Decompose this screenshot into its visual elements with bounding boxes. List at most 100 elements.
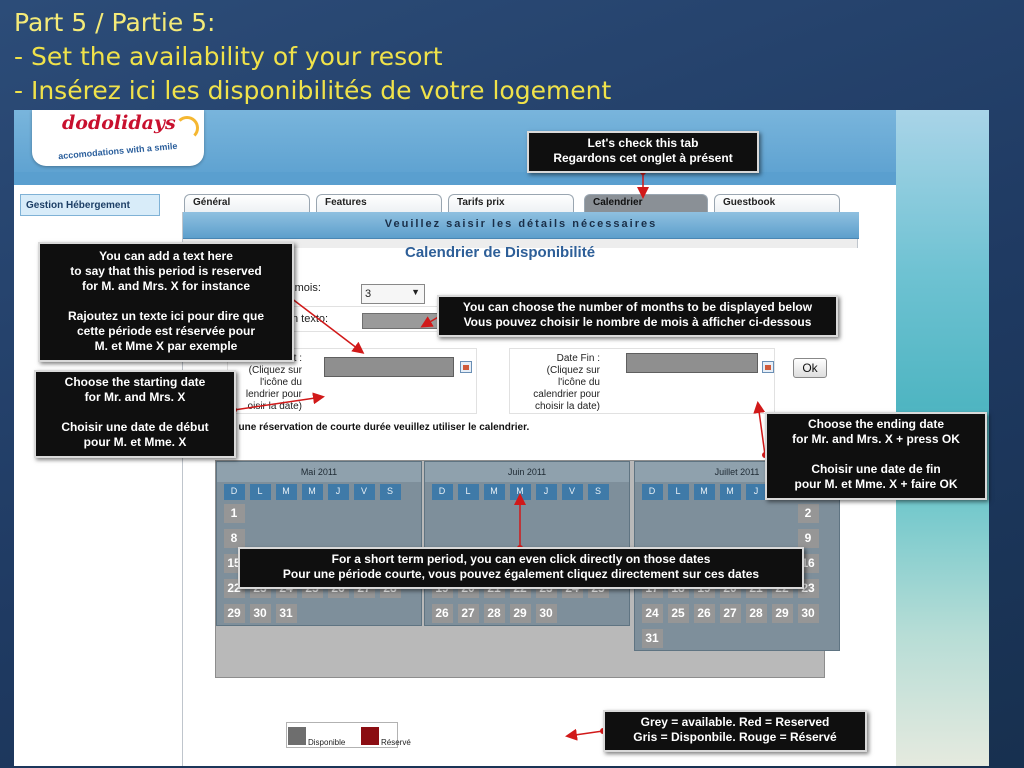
calendar-day-empty	[380, 504, 401, 523]
legend-reserved-swatch	[361, 727, 379, 745]
month-calendar-june: Juin 2011DLMMJVS121314151617181920212223…	[424, 461, 630, 626]
calendar-day[interactable]: 26	[693, 604, 715, 623]
calendar-day-empty	[746, 504, 767, 523]
calendar-day-empty	[694, 504, 715, 523]
month-name: Mai 2011	[217, 462, 421, 482]
weekday-header: S	[587, 484, 609, 500]
weekday-header: M	[693, 484, 715, 500]
start-date-input[interactable]	[324, 357, 454, 377]
week-row: 2	[635, 500, 839, 525]
calendar-day[interactable]: 29	[509, 604, 531, 623]
calendar-day-empty	[354, 529, 375, 548]
calendar-day-empty	[484, 529, 505, 548]
calendar-day-empty	[328, 604, 349, 623]
calendar-day-empty	[328, 504, 349, 523]
calendar-day-empty	[458, 529, 479, 548]
calendar-day[interactable]: 30	[535, 604, 557, 623]
calendar-day-empty	[798, 629, 819, 648]
callout-tab: Let's check this tab Regardons cet ongle…	[527, 131, 759, 173]
calendar-day-empty	[588, 604, 609, 623]
weekday-header: V	[561, 484, 583, 500]
end-date-label: Date Fin : (Cliquez sur l'icône du calen…	[533, 353, 600, 412]
legend-available-label: Disponible	[308, 738, 346, 747]
logo-tagline: accomodations with a smile	[57, 140, 178, 162]
calendar-day-empty	[302, 604, 323, 623]
calendar-day-empty	[746, 529, 767, 548]
calendar-day[interactable]: 1	[223, 504, 245, 523]
calendar-day-empty	[380, 529, 401, 548]
calendar-day[interactable]: 25	[667, 604, 689, 623]
calendar-day-empty	[354, 604, 375, 623]
calendar-day[interactable]: 8	[223, 529, 245, 548]
tab-calendrier[interactable]: Calendrier	[584, 194, 708, 212]
legend-available-swatch	[288, 727, 306, 745]
calendar-day[interactable]: 29	[771, 604, 793, 623]
weekday-header: M	[483, 484, 505, 500]
calendar-day[interactable]: 24	[641, 604, 663, 623]
week-row: 1	[217, 500, 421, 525]
calendar-day[interactable]: 31	[275, 604, 297, 623]
website-screenshot: dodolidays accomodations with a smile Ge…	[14, 110, 896, 766]
month-calendar-may: Mai 2011DLMMJVS1815161718192021222324252…	[216, 461, 422, 626]
calendar-day[interactable]: 27	[719, 604, 741, 623]
calendar-day-empty	[354, 504, 375, 523]
calendar-picker-icon[interactable]	[762, 361, 774, 373]
callout-start-date: Choose the starting date for Mr. and Mrs…	[34, 370, 236, 458]
calendar-day[interactable]: 31	[641, 629, 663, 648]
weekday-header: M	[509, 484, 531, 500]
calendar-day-empty	[772, 504, 793, 523]
calendar-day-empty	[302, 529, 323, 548]
calendar-day-empty	[536, 504, 557, 523]
calendar-day-empty	[536, 529, 557, 548]
calendar-day[interactable]: 29	[223, 604, 245, 623]
calendar-day-empty	[642, 504, 663, 523]
months-select-value: 3	[365, 288, 372, 300]
calendar-day-empty	[720, 529, 741, 548]
calendar-day[interactable]: 28	[745, 604, 767, 623]
calendar-day[interactable]: 28	[483, 604, 505, 623]
site-logo[interactable]: dodolidays accomodations with a smile	[32, 110, 204, 166]
week-row: 9	[635, 525, 839, 550]
weekday-header: M	[719, 484, 741, 500]
calendar-day[interactable]: 2	[797, 504, 819, 523]
site-header-band	[14, 172, 896, 184]
legend-reserved-label: Réservé	[381, 738, 411, 747]
slide-title-line-1: Part 5 / Partie 5:	[14, 8, 216, 37]
callout-end-date: Choose the ending date for Mr. and Mrs. …	[765, 412, 987, 500]
calendar-day[interactable]: 30	[797, 604, 819, 623]
calendar-day[interactable]: 9	[797, 529, 819, 548]
calendar-day-empty	[458, 504, 479, 523]
month-name: Juin 2011	[425, 462, 629, 482]
tab-features[interactable]: Features	[316, 194, 442, 212]
calendar-picker-icon[interactable]	[460, 361, 472, 373]
tab-guestbook[interactable]: Guestbook	[714, 194, 840, 212]
calendar-day-empty	[562, 529, 583, 548]
ok-button[interactable]: Ok	[793, 358, 827, 378]
calendar-day-empty	[588, 529, 609, 548]
sidebar-item-gestion-hebergement[interactable]: Gestion Hébergement	[20, 194, 160, 216]
callout-legend: Grey = available. Red = Reserved Gris = …	[603, 710, 867, 752]
weekday-header: L	[667, 484, 689, 500]
end-date-input[interactable]	[626, 353, 758, 373]
callout-months: You can choose the number of months to b…	[437, 295, 838, 337]
calendar-day-empty	[432, 529, 453, 548]
weekday-header: D	[431, 484, 453, 500]
tab-tarifs-prix[interactable]: Tarifs prix	[448, 194, 574, 212]
slide-title-line-3: - Insérez ici les disponibilités de votr…	[14, 76, 612, 105]
calendar-day-empty	[276, 529, 297, 548]
weekday-header: M	[275, 484, 297, 500]
calendar-day[interactable]: 27	[457, 604, 479, 623]
week-row: 31	[635, 625, 839, 650]
calendar-day-empty	[642, 529, 663, 548]
callout-text: You can add a text here to say that this…	[38, 242, 294, 362]
weekday-header: M	[301, 484, 323, 500]
tab-general[interactable]: Général	[184, 194, 310, 212]
weekday-header: J	[327, 484, 349, 500]
calendar-day-empty	[772, 529, 793, 548]
week-row	[425, 500, 629, 525]
weekday-header: S	[379, 484, 401, 500]
calendar-day[interactable]: 30	[249, 604, 271, 623]
months-select[interactable]: 3 ▼	[361, 284, 425, 304]
calendar-day[interactable]: 26	[431, 604, 453, 623]
